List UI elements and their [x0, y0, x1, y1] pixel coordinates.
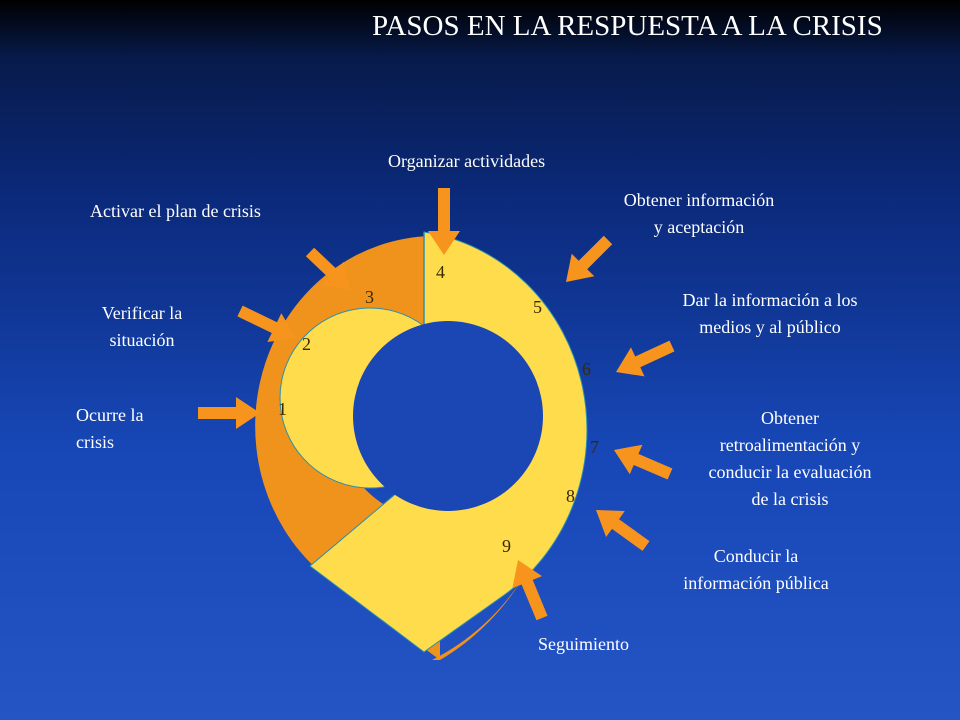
pointer-arrow-step-8 — [596, 510, 650, 551]
ring-hole — [353, 321, 543, 511]
step-5-number: 5 — [533, 297, 542, 317]
step-8-number: 8 — [566, 486, 575, 506]
pointer-arrow-step-5 — [566, 235, 613, 282]
step-3-label: Activar el plan de crisis — [90, 201, 261, 221]
step-4-number: 4 — [436, 262, 445, 282]
step-3-number: 3 — [365, 287, 374, 307]
step-4-label: Organizar actividades — [388, 151, 546, 171]
pointer-arrow-step-2 — [237, 305, 296, 342]
pointer-arrow-step-7 — [614, 444, 673, 480]
step-6-number: 6 — [582, 359, 591, 379]
step-9-number: 9 — [502, 536, 511, 556]
pointer-arrow-step-4 — [428, 188, 460, 255]
step-2-number: 2 — [302, 334, 311, 354]
step-7-number: 7 — [590, 437, 599, 457]
pointer-arrow-step-9 — [512, 560, 548, 621]
pointer-arrow-step-6 — [616, 340, 675, 377]
pointer-arrow-step-3 — [305, 247, 350, 290]
slide-title: PASOS EN LA RESPUESTA A LA CRISIS — [372, 10, 883, 42]
pointer-arrow-step-1 — [198, 397, 260, 429]
step-1-number: 1 — [278, 399, 287, 419]
pointer-arrows — [198, 188, 675, 621]
step-9-label: Seguimiento — [538, 634, 629, 654]
